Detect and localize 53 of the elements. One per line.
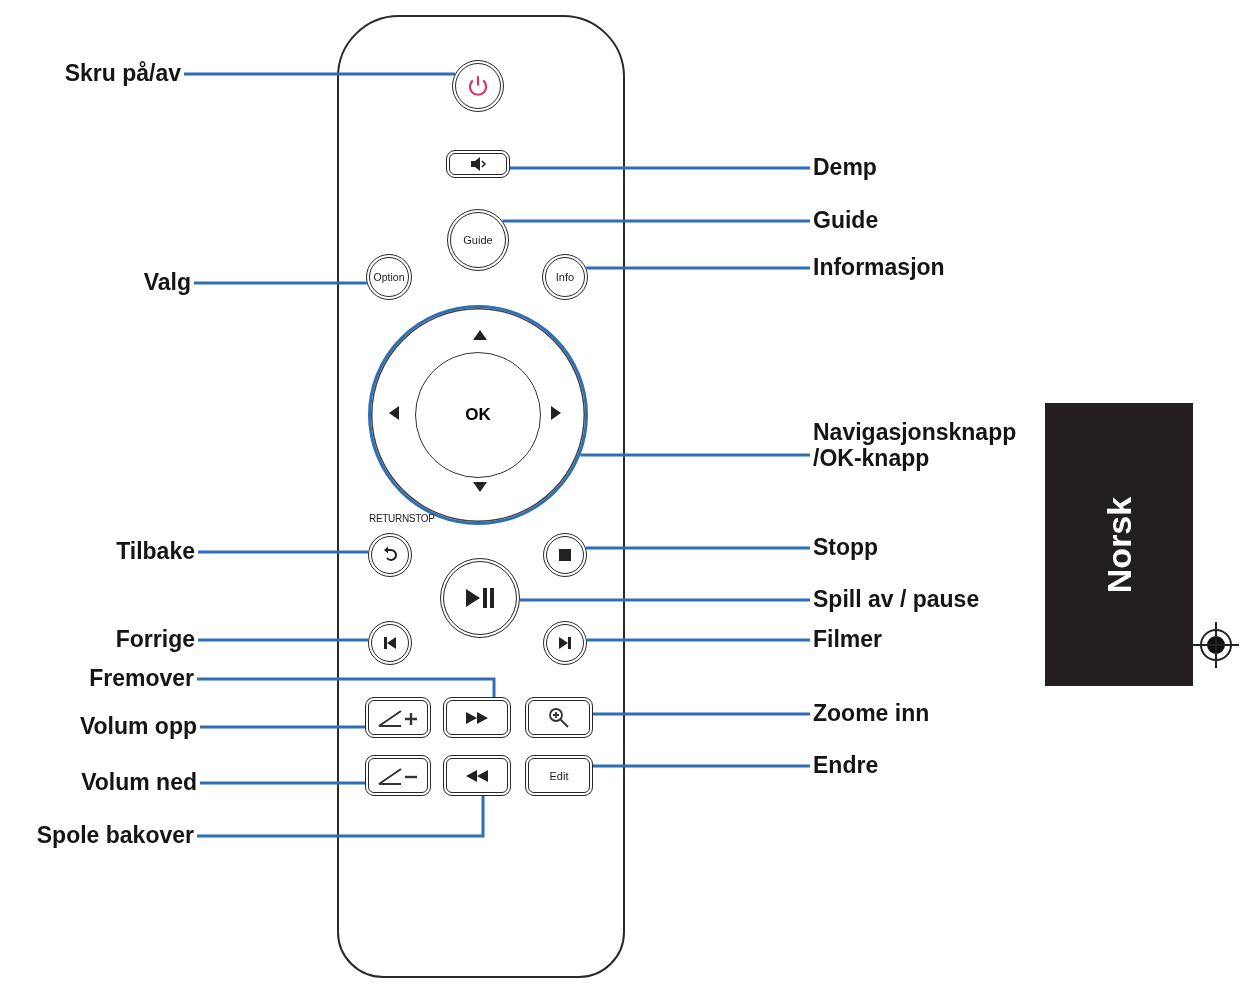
return-stop-caption: RETURNSTOP xyxy=(369,514,435,524)
leader-line xyxy=(593,712,810,716)
leader-line xyxy=(580,453,810,457)
rewind-button xyxy=(443,755,511,796)
volume-up-label: Volum opp xyxy=(76,714,200,740)
play-pause-label: Spill av / pause xyxy=(810,587,983,613)
leader-line xyxy=(510,166,810,170)
navigation-label: Navigasjonsknapp /OK-knapp xyxy=(810,420,1038,472)
volume-down-label: Volum ned xyxy=(78,770,200,796)
leader-line xyxy=(194,281,367,285)
previous-button xyxy=(368,621,412,665)
leader-line xyxy=(197,677,496,697)
leader-line xyxy=(184,72,455,76)
language-tab xyxy=(1045,403,1193,686)
leader-line xyxy=(586,638,810,642)
leader-line xyxy=(200,725,365,729)
rewind-label: Spole bakover xyxy=(33,823,197,849)
option-button: Option xyxy=(366,254,412,300)
volume-up-button xyxy=(365,697,431,738)
volume-down-button xyxy=(365,755,431,796)
leader-line xyxy=(198,638,369,642)
mute-button xyxy=(446,150,510,178)
leader-line xyxy=(519,598,810,602)
info-button: Info xyxy=(542,254,588,300)
return-button xyxy=(368,533,412,577)
edit-label: Endre xyxy=(810,753,882,779)
next-label: Filmer xyxy=(810,627,886,653)
power-label: Skru på/av xyxy=(61,61,184,87)
zoom-button xyxy=(525,697,593,738)
mute-label: Demp xyxy=(810,155,880,181)
leader-line xyxy=(200,781,365,785)
fast-forward-label: Fremover xyxy=(86,666,197,692)
info-label: Informasjon xyxy=(810,255,948,281)
leader-line xyxy=(198,550,369,554)
leader-line xyxy=(197,796,485,838)
next-button xyxy=(543,621,587,665)
stop-button xyxy=(543,533,587,577)
option-label: Valg xyxy=(140,270,194,296)
edit-button: Edit xyxy=(525,755,593,796)
leader-line xyxy=(502,219,810,223)
remote-control-body xyxy=(337,15,625,978)
leader-line xyxy=(593,764,810,768)
power-button xyxy=(452,60,504,112)
return-label: Tilbake xyxy=(113,539,198,565)
guide-label: Guide xyxy=(810,208,882,234)
stop-label: Stopp xyxy=(810,535,882,561)
fast-forward-button xyxy=(443,697,511,738)
leader-line xyxy=(586,266,810,270)
tab-label: Norsk xyxy=(1099,496,1139,593)
guide-button: Guide xyxy=(447,209,509,271)
zoom-label: Zoome inn xyxy=(810,701,933,727)
previous-label: Forrige xyxy=(112,627,198,653)
leader-line xyxy=(585,546,810,550)
